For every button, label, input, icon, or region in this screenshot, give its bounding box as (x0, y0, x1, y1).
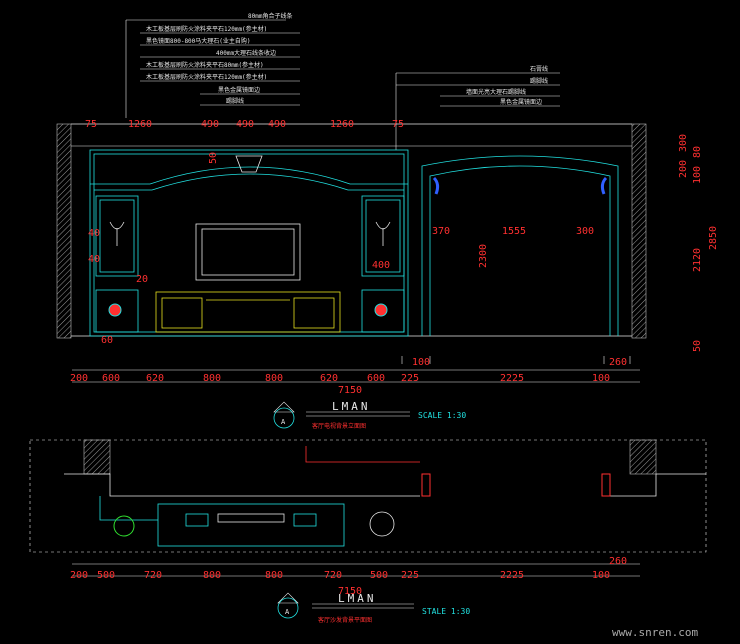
right-dim: 80 (692, 146, 703, 158)
note-right-2: 踢脚线 (530, 77, 548, 85)
bottom-dim: 225 (401, 373, 419, 384)
plan-view: 200 500 720 800 800 720 500 225 2225 100… (29, 439, 707, 624)
top-dim: 490 (201, 119, 219, 130)
inner-dim: 370 (432, 226, 450, 237)
bottom-dim: 600 (102, 373, 120, 384)
note-6: 木工板基层刷防火涂料夹平石120mm(参主材) (146, 73, 267, 81)
plan-dim: 800 (265, 570, 283, 581)
plan-dim: 200 (70, 570, 88, 581)
plan-title-tag: LMAN (338, 592, 377, 605)
title-tag: LMAN (332, 400, 371, 413)
right-dim: 100 (692, 166, 703, 184)
plant-symbol (113, 515, 135, 537)
note-3: 黑色镜面800-800马大理石(业主自购) (146, 37, 251, 45)
inner-dim: 1555 (502, 226, 526, 237)
note-4: 400mm大理石线条收边 (216, 49, 276, 57)
arch-ornament-left (432, 176, 440, 195)
inner-dim: 400 (372, 260, 390, 271)
bottom-dim: 620 (146, 373, 164, 384)
top-dim: 75 (392, 119, 404, 130)
elevation-title: A LMAN SCALE 1:30 客厅电视背景立面图 (273, 400, 466, 430)
plan-small-dim: 260 (609, 556, 627, 567)
small-dim: 260 (609, 357, 627, 368)
bottom-dim: 2225 (500, 373, 524, 384)
top-dim: 490 (268, 119, 286, 130)
inner-dim: 2300 (478, 244, 489, 268)
bottom-dim: 600 (367, 373, 385, 384)
top-dim: 490 (236, 119, 254, 130)
plan-dim: 720 (324, 570, 342, 581)
section-symbol: A (281, 418, 286, 426)
watermark: www.snren.com (612, 626, 698, 639)
plan-title: A LMAN STALE 1:30 客厅沙发背景平面图 (277, 592, 470, 624)
plan-dim: 2225 (500, 570, 524, 581)
arch-doorway (421, 155, 619, 336)
tv-cabinet (155, 291, 341, 333)
top-dim: 1260 (128, 119, 152, 130)
notes-block (125, 19, 560, 150)
right-wall (631, 123, 647, 339)
inner-dim: 20 (136, 274, 148, 285)
note-7: 黑色金属镜面边 (218, 86, 260, 94)
note-right-4: 黑色金属镜面边 (500, 98, 542, 106)
medallion-right (374, 303, 388, 317)
right-dim: 200 (678, 160, 689, 178)
plan-caption: 客厅沙发背景平面图 (318, 616, 372, 624)
small-dim: 60 (101, 335, 113, 346)
plan-section-symbol: A (285, 608, 290, 616)
note-8: 踢脚线 (226, 97, 244, 105)
plan-dim: 800 (203, 570, 221, 581)
right-dim: 2850 (708, 226, 719, 250)
small-dim: 50 (692, 340, 703, 352)
note-2: 木工板基层刷防火涂料夹平石120mm(参主材) (146, 25, 267, 33)
medallion-left (108, 303, 122, 317)
note-right-3: 墙面光亮大理石踢脚线 (466, 88, 526, 96)
sconce-left (109, 221, 125, 246)
bottom-dim: 200 (70, 373, 88, 384)
note-5: 木工板基层刷防火涂料夹平石80mm(参主材) (146, 61, 264, 69)
bottom-dim: 620 (320, 373, 338, 384)
plan-dim: 500 (370, 570, 388, 581)
caption: 客厅电视背景立面图 (312, 422, 366, 430)
sconce-right (375, 221, 391, 246)
total-dim: 7150 (338, 385, 362, 396)
plan-dim: 500 (97, 570, 115, 581)
plan-total-dim: 7150 (338, 586, 362, 597)
right-dim: 300 (678, 134, 689, 152)
inner-dim: 300 (576, 226, 594, 237)
right-dim: 2120 (692, 248, 703, 272)
top-dim: 1260 (330, 119, 354, 130)
stool-symbol (369, 511, 395, 537)
plan-dim: 225 (401, 570, 419, 581)
scale-label: SCALE 1:30 (418, 411, 466, 420)
plan-dim: 720 (144, 570, 162, 581)
inner-dim: 40 (88, 254, 100, 265)
note-right-1: 石膏线 (530, 65, 548, 73)
bottom-dim: 100 (592, 373, 610, 384)
note-1: 80mm角合子线条 (248, 12, 292, 20)
plan-cabinet (99, 496, 345, 547)
tv-wall-frame (89, 149, 409, 337)
plan-scale-label: STALE 1:30 (422, 607, 470, 616)
inner-dim: 50 (208, 152, 219, 164)
arch-ornament-right (600, 176, 608, 195)
top-dim: 75 (85, 119, 97, 130)
left-wall (56, 123, 72, 339)
bottom-dim: 800 (265, 373, 283, 384)
small-dim: 100 (412, 357, 430, 368)
bottom-dim: 800 (203, 373, 221, 384)
inner-dim: 40 (88, 228, 100, 239)
elevation-view: 75 1260 490 490 490 1260 75 300 200 80 1… (56, 119, 719, 430)
plan-dim: 100 (592, 570, 610, 581)
